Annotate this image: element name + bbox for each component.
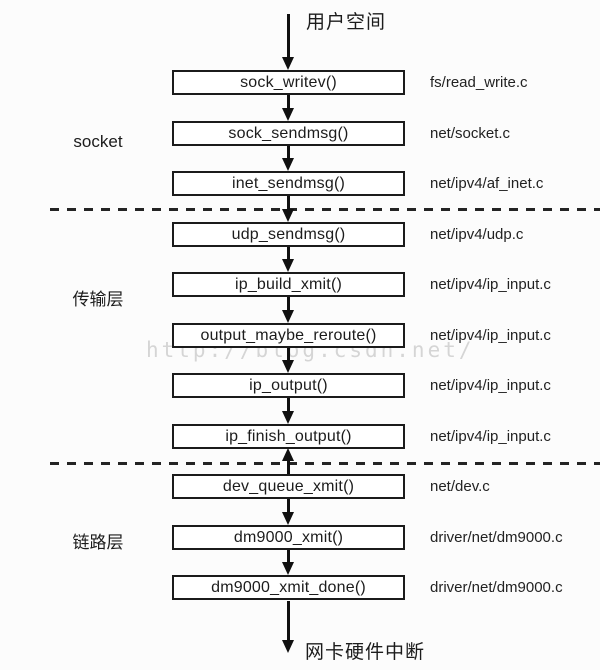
flow-arrow-stem — [287, 296, 290, 311]
source-file-label: net/ipv4/af_inet.c — [430, 175, 544, 192]
flow-box: inet_sendmsg() — [172, 171, 405, 196]
source-file-label: fs/read_write.c — [430, 74, 528, 91]
flow-arrow-stem — [287, 397, 290, 412]
arrow-down-icon — [282, 209, 294, 222]
function-name: ip_output() — [249, 376, 328, 394]
source-file-label: driver/net/dm9000.c — [430, 529, 563, 546]
flow-box: ip_build_xmit() — [172, 272, 405, 297]
flow-box: sock_writev() — [172, 70, 405, 95]
flow-arrow-stem — [287, 246, 290, 260]
arrow-down-icon — [282, 259, 294, 272]
arrow-down-icon — [282, 360, 294, 373]
nic-hardware-interrupt-label: 网卡硬件中断 — [305, 642, 426, 663]
entry-arrow-stem — [287, 14, 290, 58]
source-file-label: net/ipv4/ip_input.c — [430, 428, 551, 445]
arrow-up-icon — [282, 448, 294, 461]
flow-box: dev_queue_xmit() — [172, 474, 405, 499]
arrow-down-icon — [282, 310, 294, 323]
flow-arrow-stem — [287, 347, 290, 361]
flow-box: output_maybe_reroute() — [172, 323, 405, 348]
arrow-down-icon — [282, 512, 294, 525]
source-file-label: net/ipv4/ip_input.c — [430, 327, 551, 344]
source-file-label: net/socket.c — [430, 125, 511, 142]
flow-box: udp_sendmsg() — [172, 222, 405, 247]
source-file-label: net/ipv4/udp.c — [430, 226, 524, 243]
function-name: dev_queue_xmit() — [222, 477, 355, 495]
exit-arrow-stem — [287, 601, 290, 641]
user-space-label: 用户空间 — [306, 12, 387, 33]
flow-arrow-stem — [287, 459, 290, 474]
flow-arrow-stem — [287, 145, 290, 159]
function-name: ip_build_xmit() — [234, 275, 343, 293]
arrow-down-icon — [282, 562, 294, 575]
layer-label: 链路层 — [72, 533, 124, 552]
flow-box: sock_sendmsg() — [172, 121, 405, 146]
flow-arrow-stem — [287, 195, 290, 210]
layer-label: socket — [73, 132, 123, 151]
arrow-down-icon — [282, 411, 294, 424]
arrow-down-icon — [282, 57, 294, 70]
function-name: sock_writev() — [240, 73, 337, 91]
flow-arrow-stem — [287, 549, 290, 563]
arrow-down-icon — [282, 158, 294, 171]
source-file-label: net/ipv4/ip_input.c — [430, 377, 551, 394]
function-name: udp_sendmsg() — [231, 225, 346, 243]
source-file-label: net/dev.c — [430, 478, 490, 495]
source-file-label: net/ipv4/ip_input.c — [430, 276, 551, 293]
layer-separator-dashed-line — [50, 462, 600, 465]
arrow-down-icon — [282, 108, 294, 121]
flow-arrow-stem — [287, 498, 290, 513]
function-name: output_maybe_reroute() — [200, 326, 377, 344]
function-name: dm9000_xmit_done() — [211, 578, 366, 596]
function-name: sock_sendmsg() — [228, 124, 349, 142]
flow-arrow-stem — [287, 94, 290, 109]
function-name: dm9000_xmit() — [233, 528, 344, 546]
layer-label: 传输层 — [72, 290, 124, 309]
flow-box: dm9000_xmit_done() — [172, 575, 405, 600]
function-name: ip_finish_output() — [225, 427, 352, 445]
flow-box: ip_output() — [172, 373, 405, 398]
layer-separator-dashed-line — [50, 208, 600, 211]
function-name: inet_sendmsg() — [231, 174, 346, 192]
flow-box: dm9000_xmit() — [172, 525, 405, 550]
arrow-down-icon — [282, 640, 294, 653]
flow-box: ip_finish_output() — [172, 424, 405, 449]
source-file-label: driver/net/dm9000.c — [430, 579, 563, 596]
